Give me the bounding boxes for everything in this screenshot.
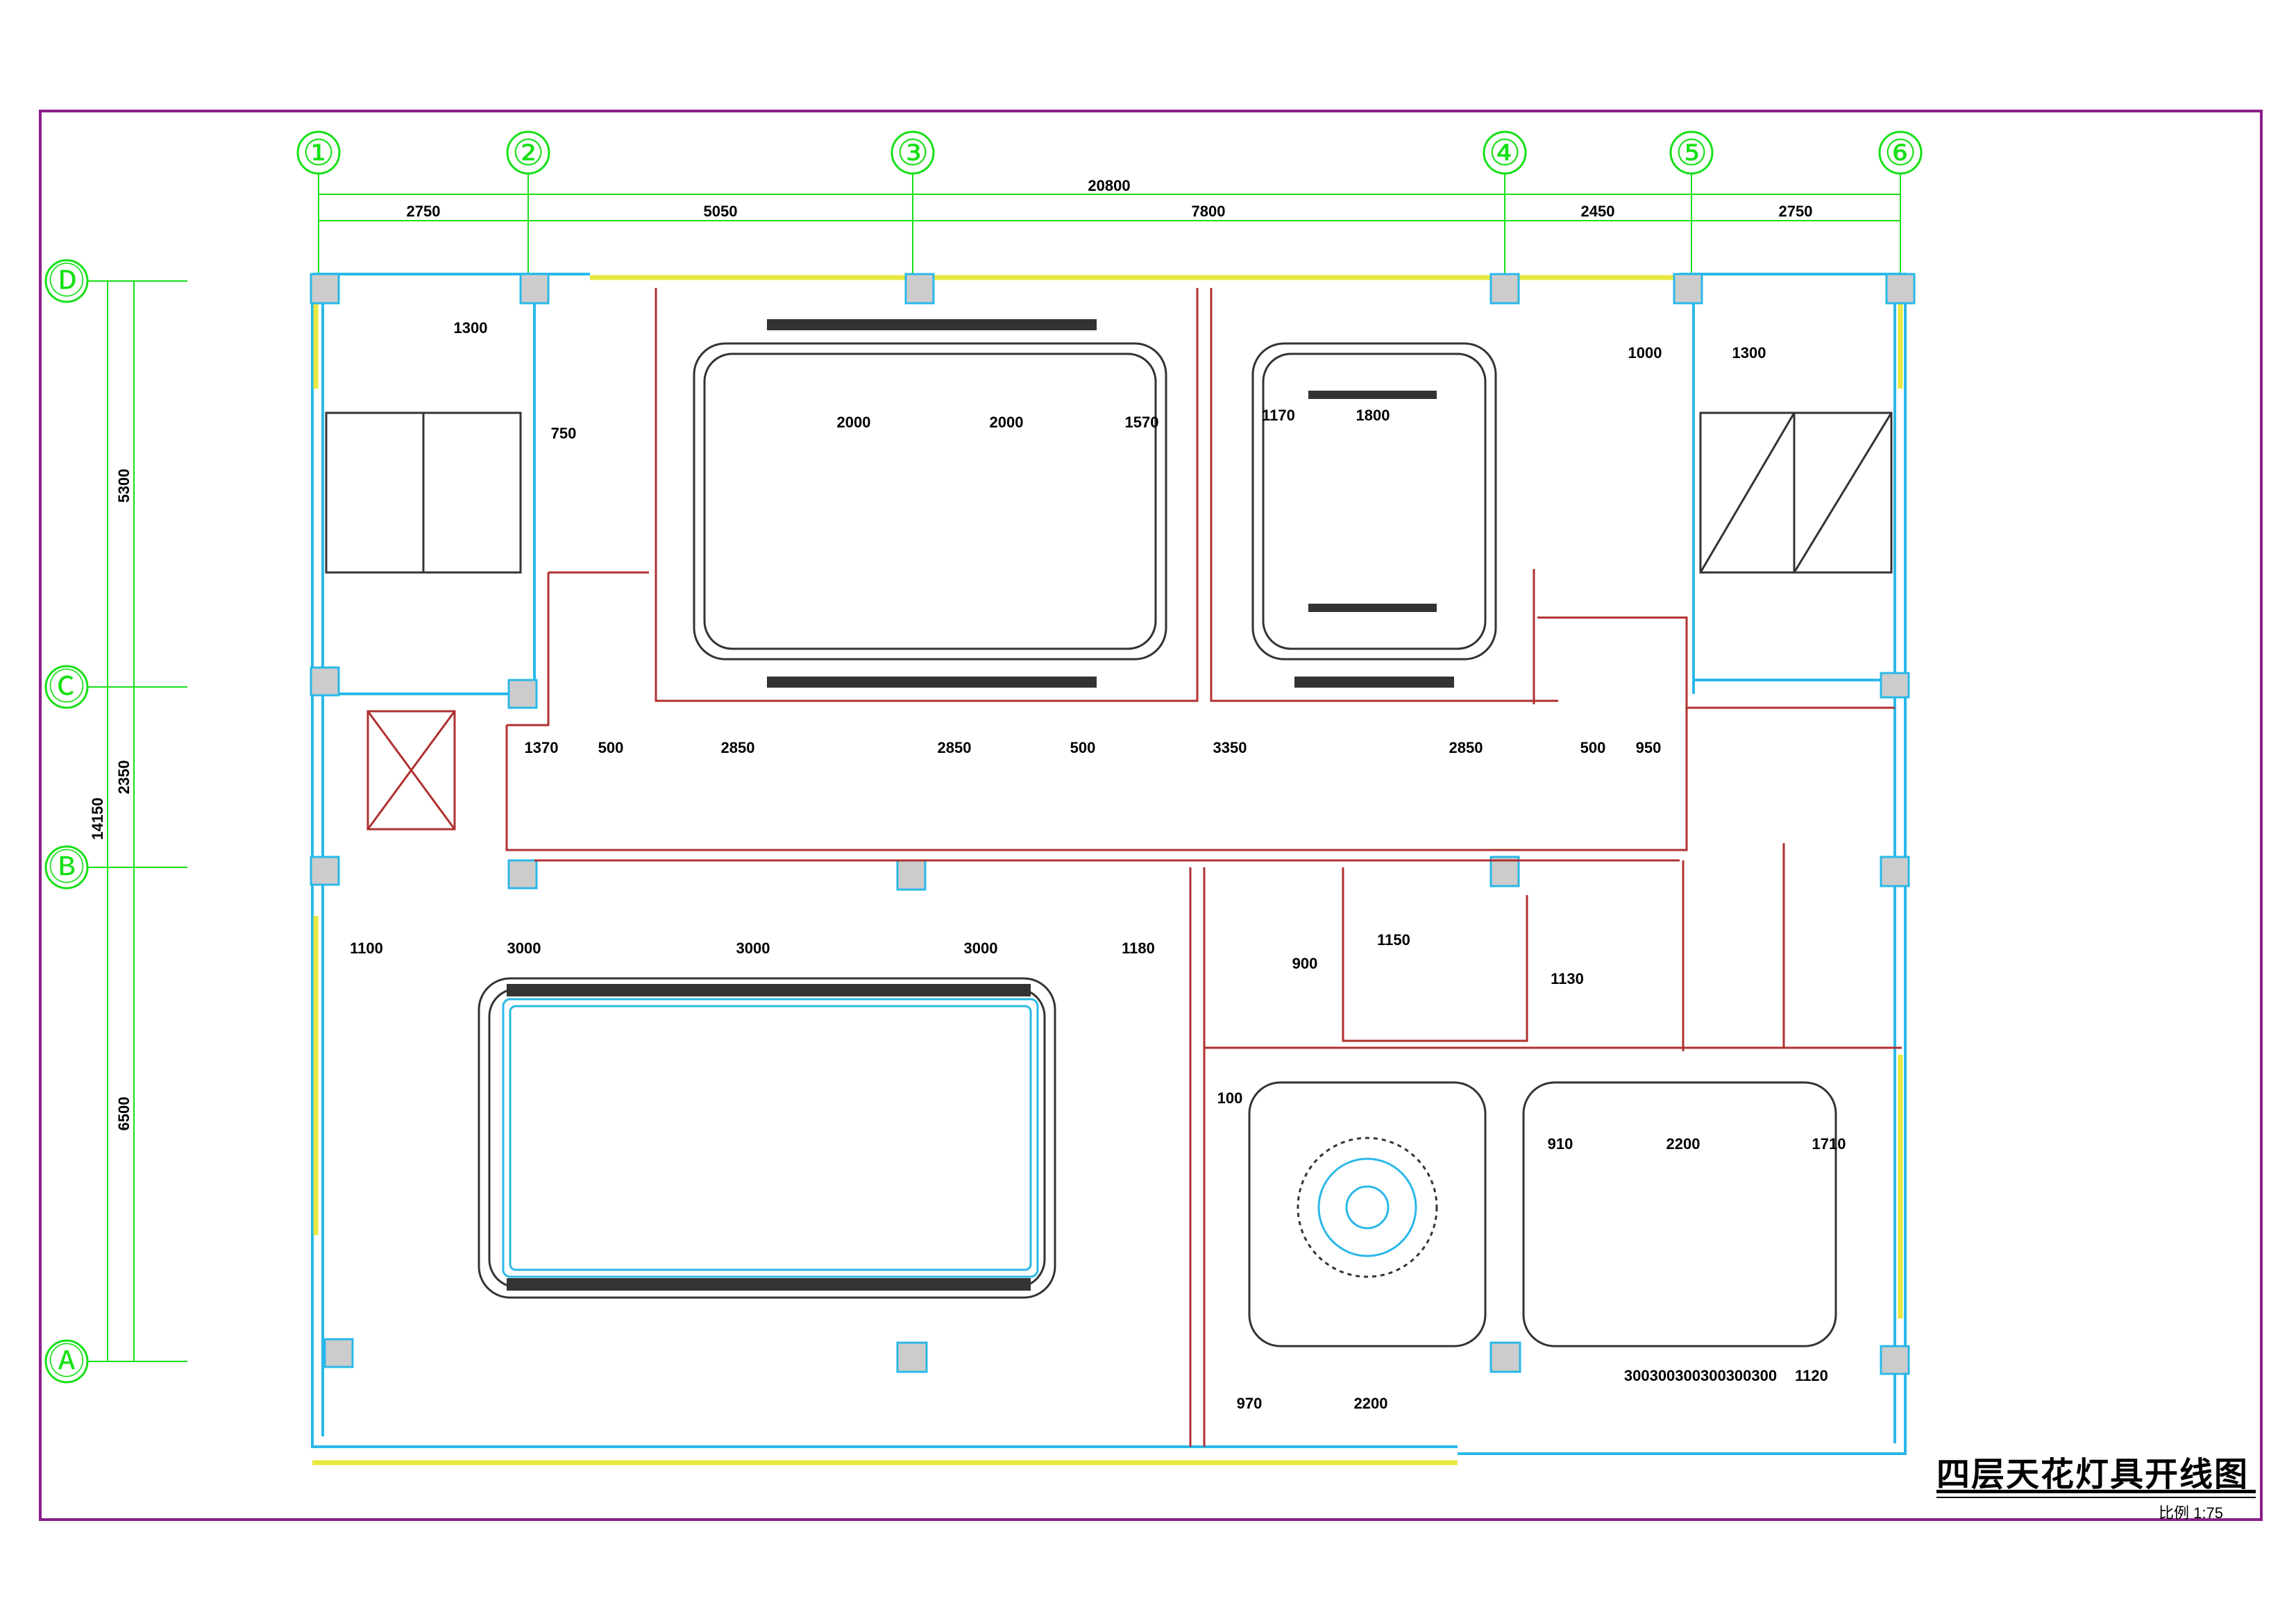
dim-i-1570: 1570 xyxy=(1125,414,1159,431)
grid-row-b: Ⓑ xyxy=(49,848,85,888)
dim-i-2200b: 2200 xyxy=(1354,1395,1388,1412)
dim-i-1300b: 1300 xyxy=(1732,344,1766,362)
grid-col-1: ① xyxy=(303,133,335,173)
left-dimension-text: 14150 5300 2350 6500 xyxy=(89,469,133,1131)
grid-lines xyxy=(87,173,1901,1362)
ceiling-coffers xyxy=(478,342,1837,1348)
dim-i-100: 100 xyxy=(1217,1089,1243,1107)
dim-i-1170: 1170 xyxy=(1262,407,1295,424)
dim-i-750: 750 xyxy=(551,425,577,442)
dim-i-1150: 1150 xyxy=(1377,931,1410,949)
dim-overall-top: 20800 xyxy=(1088,177,1130,194)
dim-i-1180: 1180 xyxy=(1122,940,1155,957)
stair-outline xyxy=(325,411,1893,574)
drawing-scale: 比例 1:75 xyxy=(2159,1504,2223,1522)
grid-col-6: ⑥ xyxy=(1884,133,1917,173)
dim-i-300-run: 300300300300300300 xyxy=(1624,1367,1777,1384)
dim-i-2000b: 2000 xyxy=(990,414,1024,431)
dim-top-1: 2750 xyxy=(407,203,441,220)
grid-col-5: ⑤ xyxy=(1675,133,1708,173)
dim-i-500b: 500 xyxy=(1070,739,1096,756)
dim-i-2200: 2200 xyxy=(1666,1135,1700,1153)
dim-i-3000b: 3000 xyxy=(736,940,770,957)
dim-i-1710: 1710 xyxy=(1812,1135,1846,1153)
dim-left-2: 2350 xyxy=(115,760,133,794)
dim-i-1800: 1800 xyxy=(1356,407,1390,424)
dim-left-1: 5300 xyxy=(115,469,133,503)
dim-i-900: 900 xyxy=(1292,955,1318,972)
dim-i-2850a: 2850 xyxy=(721,739,755,756)
grid-row-a: Ⓐ xyxy=(49,1342,85,1382)
dim-i-500: 500 xyxy=(598,739,624,756)
chandelier xyxy=(1297,1137,1438,1278)
top-dimension-text: 20800 2750 5050 7800 2450 2750 xyxy=(407,177,1813,220)
grid-row-d: Ⓓ xyxy=(49,262,85,302)
dim-i-3000a: 3000 xyxy=(507,940,541,957)
dim-i-1000b: 1130 xyxy=(1551,970,1584,987)
partitions xyxy=(505,288,1902,1447)
elevator-symbol xyxy=(366,710,456,831)
pool-ceiling xyxy=(502,998,1039,1278)
dim-i-2850b: 2850 xyxy=(938,739,972,756)
interior-dimension-text: 1300 2000 2000 1570 1170 1800 1000 1300 … xyxy=(350,319,1846,1412)
windows xyxy=(312,275,1903,1465)
structural-columns xyxy=(310,273,1916,1375)
sheet-frame xyxy=(39,110,2263,1521)
dim-top-2: 5050 xyxy=(704,203,738,220)
dim-i-910: 910 xyxy=(1548,1135,1573,1153)
dim-i-500c: 500 xyxy=(1580,739,1606,756)
row-grid-labels: Ⓓ Ⓒ Ⓑ Ⓐ xyxy=(49,262,85,1382)
dim-i-950: 950 xyxy=(1636,739,1662,756)
dim-left-overall: 14150 xyxy=(89,797,106,840)
dim-i-970: 970 xyxy=(1237,1395,1263,1412)
linear-light-troughs xyxy=(507,319,1454,1291)
column-grid-labels: ① ② ③ ④ ⑤ ⑥ xyxy=(303,133,1917,173)
dim-i-1100b: 1100 xyxy=(350,940,383,957)
dim-left-3: 6500 xyxy=(115,1097,133,1131)
dim-top-4: 2450 xyxy=(1581,203,1615,220)
dim-top-3: 7800 xyxy=(1192,203,1226,220)
grid-col-3: ③ xyxy=(897,133,929,173)
dim-i-1300: 1300 xyxy=(454,319,488,337)
grid-col-2: ② xyxy=(512,133,545,173)
dim-i-1370: 1370 xyxy=(525,739,559,756)
dim-i-1000: 1000 xyxy=(1628,344,1662,362)
grid-row-c: Ⓒ xyxy=(49,668,85,708)
title-rule-thick xyxy=(1936,1490,2256,1493)
dim-top-5: 2750 xyxy=(1779,203,1813,220)
dim-i-3000c: 3000 xyxy=(964,940,998,957)
dim-i-2000a: 2000 xyxy=(837,414,871,431)
dim-i-1120: 1120 xyxy=(1795,1367,1828,1384)
dim-i-2850c: 2850 xyxy=(1449,739,1483,756)
row-grid-bubbles xyxy=(44,259,89,1384)
title-rule-thin xyxy=(1936,1497,2256,1498)
dim-i-3350: 3350 xyxy=(1213,739,1247,756)
drawing-title: 四层天花灯具开线图 xyxy=(1936,1456,2249,1493)
grid-col-4: ④ xyxy=(1489,133,1521,173)
title-block: 四层天花灯具开线图 比例 1:75 xyxy=(1936,1447,2256,1522)
